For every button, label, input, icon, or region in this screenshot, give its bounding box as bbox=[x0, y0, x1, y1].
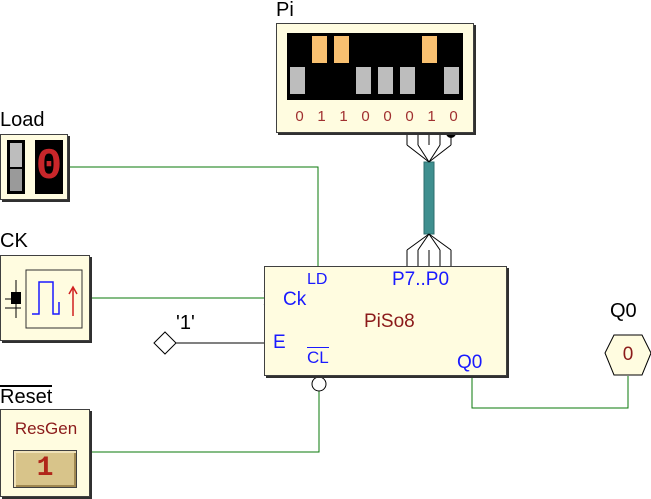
cl-inversion-bubble bbox=[311, 376, 327, 392]
dip-switch-7[interactable] bbox=[444, 36, 459, 94]
pin-cl: CL bbox=[307, 347, 329, 367]
dip-bit-label: 1 bbox=[317, 108, 326, 125]
pin-p7-p0: P7..P0 bbox=[392, 269, 450, 290]
chip-name: PiSo8 bbox=[364, 311, 415, 332]
dip-bit-label: 0 bbox=[383, 108, 392, 125]
dip-switch-2[interactable] bbox=[334, 36, 349, 94]
dip-switch-4[interactable] bbox=[378, 36, 393, 94]
dip-bit-label: 0 bbox=[449, 108, 458, 125]
dip-switch-row bbox=[290, 36, 460, 96]
dip-switch-top bbox=[312, 36, 327, 63]
dip-switch-bottom bbox=[290, 67, 305, 94]
dip-bit-label: 1 bbox=[339, 108, 348, 125]
load-indicator: 0 bbox=[35, 140, 63, 194]
dip-switch-bottom bbox=[356, 67, 371, 94]
clock-wave-icon bbox=[5, 269, 83, 329]
load-switch-slot bbox=[7, 140, 25, 194]
constant-label: '1' bbox=[176, 312, 195, 334]
dip-switch-bottom bbox=[312, 67, 327, 94]
q0-probe-value: 0 bbox=[622, 344, 634, 365]
q0-probe-label: Q0 bbox=[610, 300, 637, 322]
dip-switch-bottom bbox=[378, 67, 393, 94]
reset-button-value: 1 bbox=[36, 453, 54, 484]
dip-switch-top bbox=[334, 36, 349, 63]
dip-switch-1[interactable] bbox=[312, 36, 327, 94]
dip-switch-top bbox=[422, 36, 437, 63]
load-value: 0 bbox=[35, 142, 63, 192]
dip-switch-6[interactable] bbox=[422, 36, 437, 94]
reset-generator[interactable]: ResGen 1 bbox=[0, 409, 90, 497]
load-switch-lower bbox=[10, 169, 22, 191]
bus-connector-top bbox=[406, 133, 452, 163]
pin-e: E bbox=[273, 332, 286, 353]
q0-wire bbox=[471, 376, 629, 409]
resgen-label: ResGen bbox=[14, 419, 78, 438]
reset-label: Reset bbox=[0, 385, 53, 408]
q0-probe-hexagon[interactable] bbox=[604, 334, 651, 376]
dip-switch-bottom bbox=[444, 67, 459, 94]
dip-switch-0[interactable] bbox=[290, 36, 305, 94]
dip-bit-label: 0 bbox=[405, 108, 414, 125]
pin-ck: Ck bbox=[283, 289, 307, 310]
dip-switch-top bbox=[378, 36, 393, 63]
dip-switch-5[interactable] bbox=[400, 36, 415, 94]
dip-switch-bottom bbox=[400, 67, 415, 94]
ck-clock-generator[interactable] bbox=[0, 255, 90, 341]
ck-label: CK bbox=[0, 230, 28, 252]
dip-bit-label: 1 bbox=[427, 108, 436, 125]
dip-bit-label: 0 bbox=[361, 108, 370, 125]
load-switch-upper bbox=[10, 143, 22, 167]
dip-switch-bottom bbox=[422, 67, 437, 94]
pin-ld: LD bbox=[307, 271, 328, 288]
dip-switch-top bbox=[356, 36, 371, 63]
bus-connector-bottom bbox=[406, 233, 452, 266]
load-toggle[interactable]: 0 bbox=[0, 134, 68, 200]
pi-label: Pi bbox=[276, 0, 294, 21]
reset-button[interactable]: 1 bbox=[13, 450, 77, 488]
dip-switch-bottom bbox=[334, 67, 349, 94]
dip-switch-top bbox=[400, 36, 415, 63]
piso8-chip[interactable]: LD P7..P0 Ck PiSo8 E CL Q0 bbox=[264, 266, 507, 376]
dip-switch-top bbox=[290, 36, 305, 63]
pi-bus-line bbox=[423, 161, 435, 235]
dip-bit-label: 0 bbox=[295, 108, 304, 125]
constant-diamond-icon[interactable] bbox=[153, 331, 177, 355]
load-wire bbox=[68, 166, 319, 266]
dip-switch-3[interactable] bbox=[356, 36, 371, 94]
dip-switch-top bbox=[444, 36, 459, 63]
load-label: Load bbox=[0, 109, 45, 131]
pin-q0: Q0 bbox=[457, 352, 483, 373]
reset-wire bbox=[90, 391, 320, 453]
